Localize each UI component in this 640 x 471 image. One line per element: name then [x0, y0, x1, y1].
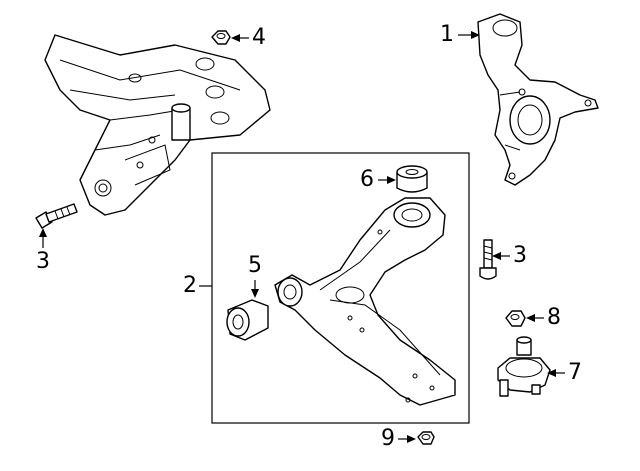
nut-bottom: [417, 431, 435, 445]
callout-1: 1: [440, 22, 454, 47]
callout-9: 9: [381, 426, 395, 451]
ball-joint: [497, 336, 551, 397]
bolt-left: [35, 203, 78, 229]
callout-6: 6: [360, 167, 374, 192]
callout-3-left: 3: [36, 249, 50, 274]
assembly-box: [211, 152, 470, 424]
steering-knuckle: [477, 13, 599, 186]
bolt-right: [479, 239, 497, 280]
callout-8: 8: [547, 305, 561, 330]
callout-7: 7: [568, 360, 582, 385]
nut-right: [505, 310, 526, 327]
bushing-front: [226, 299, 269, 341]
nut-top: [211, 30, 231, 45]
subframe: [44, 34, 271, 216]
callout-2: 2: [183, 273, 197, 298]
leader-lines: [39, 31, 565, 443]
callout-3-right: 3: [513, 243, 527, 268]
lower-control-arm: [274, 197, 456, 406]
callout-4: 4: [252, 25, 266, 50]
bushing-rear: [396, 165, 428, 193]
callout-5: 5: [248, 253, 262, 278]
